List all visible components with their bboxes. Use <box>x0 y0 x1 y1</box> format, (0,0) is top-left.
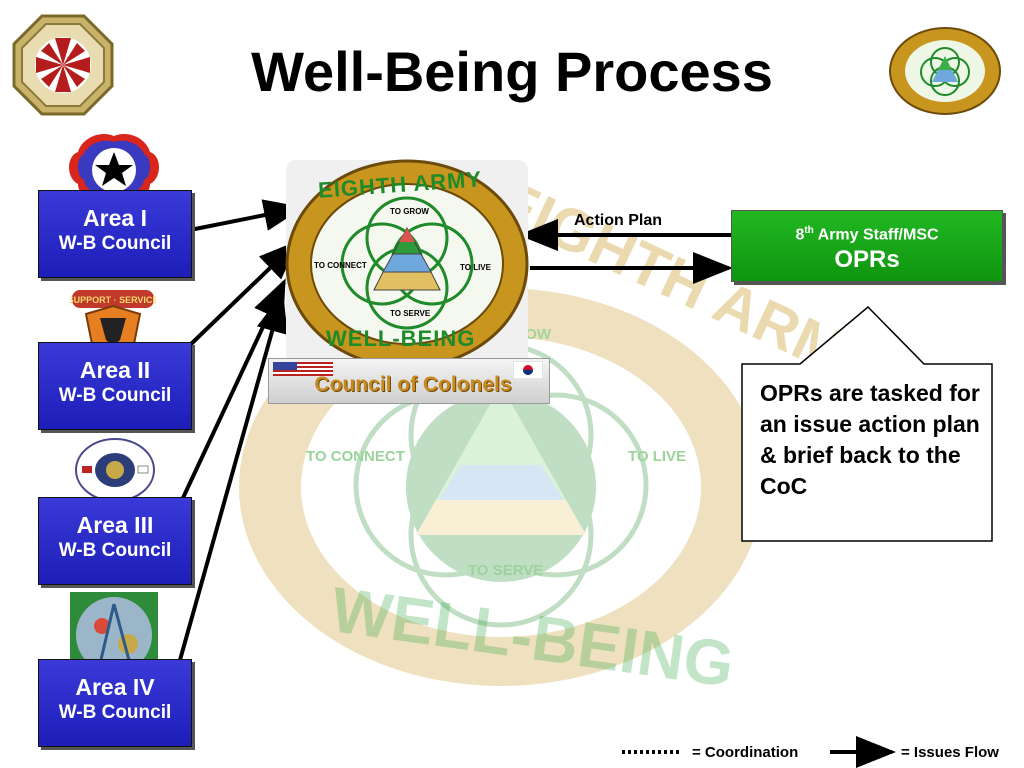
council-of-colonels-banner: Council of Colonels <box>268 358 550 404</box>
area-i-title: Area I <box>83 205 147 231</box>
logo-to-connect: TO CONNECT <box>314 261 367 270</box>
callout-shape <box>741 305 993 542</box>
arrow-area1 <box>189 199 304 232</box>
logo-to-grow: TO GROW <box>390 207 429 216</box>
area-iv-subtitle: W-B Council <box>58 702 172 723</box>
area-i-council-box: Area I W-B Council <box>38 190 192 278</box>
logo-to-live: TO LIVE <box>460 263 491 272</box>
page-title: Well-Being Process <box>251 40 773 103</box>
eighth-army-patch-icon <box>12 14 114 116</box>
watermark-to-connect: TO CONNECT <box>306 448 405 465</box>
support-activity-seal-icon <box>75 438 155 502</box>
action-plan-label: Action Plan <box>574 212 663 229</box>
opr-box-line2: OPRs <box>834 246 900 274</box>
logo-to-serve: TO SERVE <box>390 309 431 318</box>
legend-coordination-label: = Coordination <box>692 744 799 761</box>
well-being-logo-small-icon <box>889 27 1001 115</box>
arrow-area4 <box>178 292 288 661</box>
legend-issues-flow-label: = Issues Flow <box>901 744 999 761</box>
logo-bottom-text: WELL-BEING <box>326 326 476 351</box>
eighth-army-well-being-logo-icon <box>285 159 529 369</box>
arrow-area2 <box>188 240 299 347</box>
opr-box: 8th Army Staff/MSC OPRs <box>731 210 1003 282</box>
area-iii-council-box: Area III W-B Council <box>38 497 192 585</box>
area-ii-title: Area II <box>79 357 151 383</box>
watermark-to-serve: TO SERVE <box>468 562 544 579</box>
area-iii-subtitle: W-B Council <box>58 540 172 561</box>
svg-text:SUPPORT · SERVICE: SUPPORT · SERVICE <box>70 295 156 305</box>
council-of-colonels-label: Council of Colonels <box>314 373 512 396</box>
area-iii-title: Area III <box>76 512 154 538</box>
area-ii-subtitle: W-B Council <box>58 385 172 406</box>
watermark-to-live: TO LIVE <box>628 448 687 465</box>
2nd-infantry-division-patch-icon <box>69 133 159 204</box>
callout-text: OPRs are tasked for an issue action plan… <box>760 380 980 499</box>
us-flag-icon <box>273 362 333 376</box>
area-ii-council-box: Area II W-B Council <box>38 342 192 430</box>
korea-flag-icon <box>513 361 543 379</box>
area-iv-council-box: Area IV W-B Council <box>38 659 192 747</box>
area-iv-title: Area IV <box>75 674 155 700</box>
area-i-subtitle: W-B Council <box>58 233 172 254</box>
opr-box-line1: 8th Army Staff/MSC <box>795 225 939 244</box>
